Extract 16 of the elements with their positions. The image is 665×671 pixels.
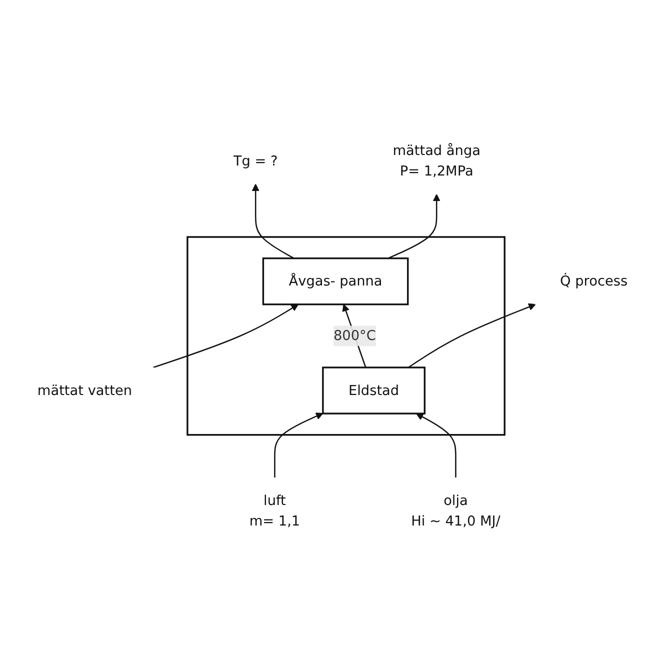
arrow (252, 183, 294, 258)
node-text: luft m= 1,1 (249, 492, 300, 528)
arrow (274, 412, 324, 478)
arrow (416, 412, 456, 478)
arrow (388, 194, 440, 258)
node-text: Q̇ process (560, 272, 628, 289)
arrow (153, 304, 299, 368)
node-text: Tg = ? (233, 152, 278, 168)
edge-label: 800°C (333, 326, 376, 344)
node-box: Åvgas- panna (262, 257, 409, 305)
cluster (186, 236, 506, 436)
node-text: olja Hi ~ 41,0 MJ/ (411, 492, 500, 528)
node-text: mättat vatten (37, 382, 132, 398)
arrow (408, 302, 536, 368)
node-text: mättad ånga P= 1,2MPa (392, 142, 480, 179)
node-box: Eldstad (322, 366, 426, 414)
